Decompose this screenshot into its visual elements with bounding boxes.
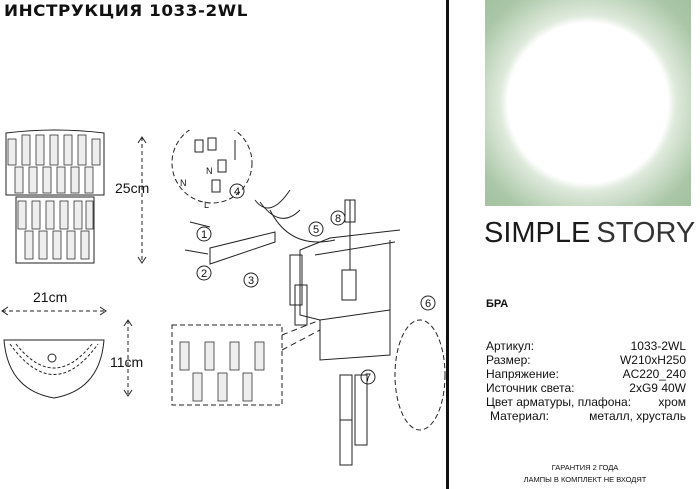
spec-row: Материал: металл, хрусталь <box>486 409 686 423</box>
lamp-front-view <box>5 129 105 264</box>
spec-row: Напряжение: AC220_240 <box>486 367 686 381</box>
spec-value: металл, хрусталь <box>589 409 686 423</box>
wire-label-l: L <box>204 200 209 210</box>
brand-logo-image <box>485 0 691 206</box>
spec-value: W210xH250 <box>619 353 686 367</box>
depth-dimension: 11cm <box>110 354 144 370</box>
assembly-diagram: 1 2 3 4 5 6 7 8 N N L <box>171 130 446 466</box>
height-dimension: 25cm <box>115 180 150 196</box>
width-arrow <box>1 306 107 316</box>
step-7-label: 7 <box>365 372 371 384</box>
spec-label: Материал: <box>490 409 549 423</box>
vertical-divider <box>446 0 449 489</box>
spec-row: Цвет арматуры, плафона: хром <box>486 395 686 409</box>
brand-name-light: STORY <box>596 217 696 249</box>
spec-label: Артикул: <box>486 339 535 353</box>
spec-row: Размер: W210xH250 <box>486 353 686 367</box>
step-4-label: 4 <box>234 186 240 198</box>
brand-name-bold: SIMPLE <box>484 217 591 249</box>
step-3-label: 3 <box>248 275 254 287</box>
height-arrow <box>137 136 147 264</box>
width-dimension: 21cm <box>33 289 68 305</box>
spec-label: Размер: <box>486 353 531 367</box>
lamp-top-view <box>3 339 105 399</box>
spec-value: 2xG9 40W <box>629 381 686 395</box>
spec-value: AC220_240 <box>622 367 686 381</box>
warranty-text: ГАРАНТИЯ 2 ГОДА <box>551 463 619 472</box>
spec-label: Источник света: <box>486 381 575 395</box>
spec-value: хром <box>658 395 686 409</box>
step-6-label: 6 <box>425 298 431 310</box>
spec-label: Цвет арматуры, плафона: <box>486 395 632 409</box>
spec-row: Источник света: 2xG9 40W <box>486 381 686 395</box>
spec-value: 1033-2WL <box>630 339 686 353</box>
spec-label: Напряжение: <box>486 367 559 381</box>
step-2-label: 2 <box>201 268 207 280</box>
lamps-note: ЛАМПЫ В КОМПЛЕКТ НЕ ВХОДЯТ <box>523 475 647 484</box>
wire-label-n2: N <box>206 166 213 176</box>
step-8-label: 8 <box>335 213 341 225</box>
wire-label-n: N <box>180 178 187 188</box>
spec-row: Артикул: 1033-2WL <box>486 339 686 353</box>
step-5-label: 5 <box>313 224 319 236</box>
depth-arrow <box>123 319 133 397</box>
page-title: ИНСТРУКЦИЯ 1033-2WL <box>4 1 248 20</box>
product-type: БРА <box>486 298 509 310</box>
step-1-label: 1 <box>201 229 207 241</box>
